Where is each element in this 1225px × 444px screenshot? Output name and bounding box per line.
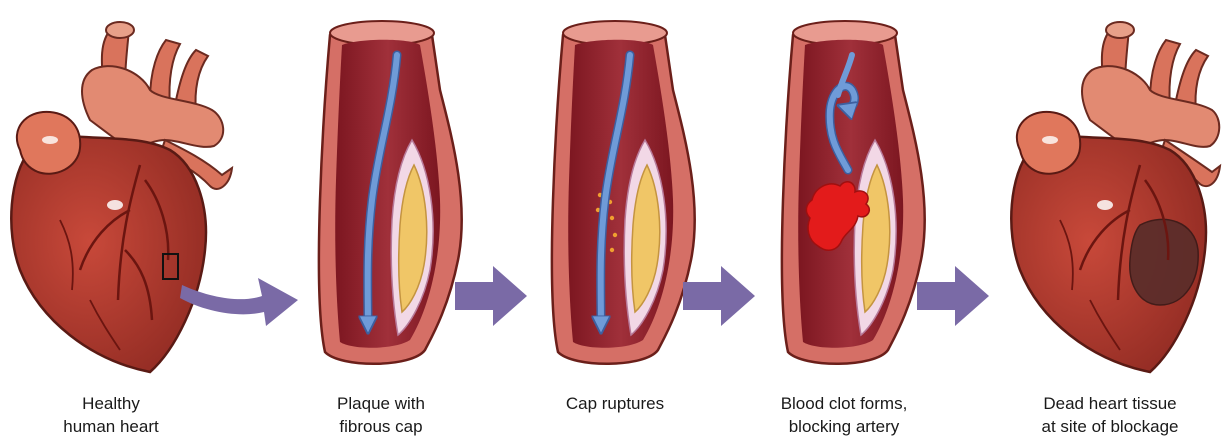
artery-clot-illustration [782, 21, 925, 364]
healthy-heart-illustration [11, 22, 232, 372]
step-arrow [683, 266, 755, 326]
stage-caption-rupture: Cap ruptures [510, 392, 720, 415]
stage-caption-clot: Blood clot forms, blocking artery [739, 392, 949, 438]
caption-line: Dead heart tissue [1005, 392, 1215, 415]
caption-line: human heart [6, 415, 216, 438]
stage-caption-healthy: Healthy human heart [6, 392, 216, 438]
caption-line: at site of blockage [1005, 415, 1215, 438]
stage-caption-plaque: Plaque with fibrous cap [276, 392, 486, 438]
caption-line: Blood clot forms, [739, 392, 949, 415]
artery-plaque-illustration [319, 21, 462, 364]
damaged-heart-illustration [1011, 22, 1220, 372]
stage-caption-dead-tissue: Dead heart tissue at site of blockage [1005, 392, 1215, 438]
caption-line: blocking artery [739, 415, 949, 438]
step-arrow [917, 266, 989, 326]
caption-line: fibrous cap [276, 415, 486, 438]
caption-line: Healthy [6, 392, 216, 415]
caption-line: Cap ruptures [510, 392, 720, 415]
artery-rupture-illustration [552, 21, 695, 364]
step-arrow [455, 266, 527, 326]
caption-line: Plaque with [276, 392, 486, 415]
